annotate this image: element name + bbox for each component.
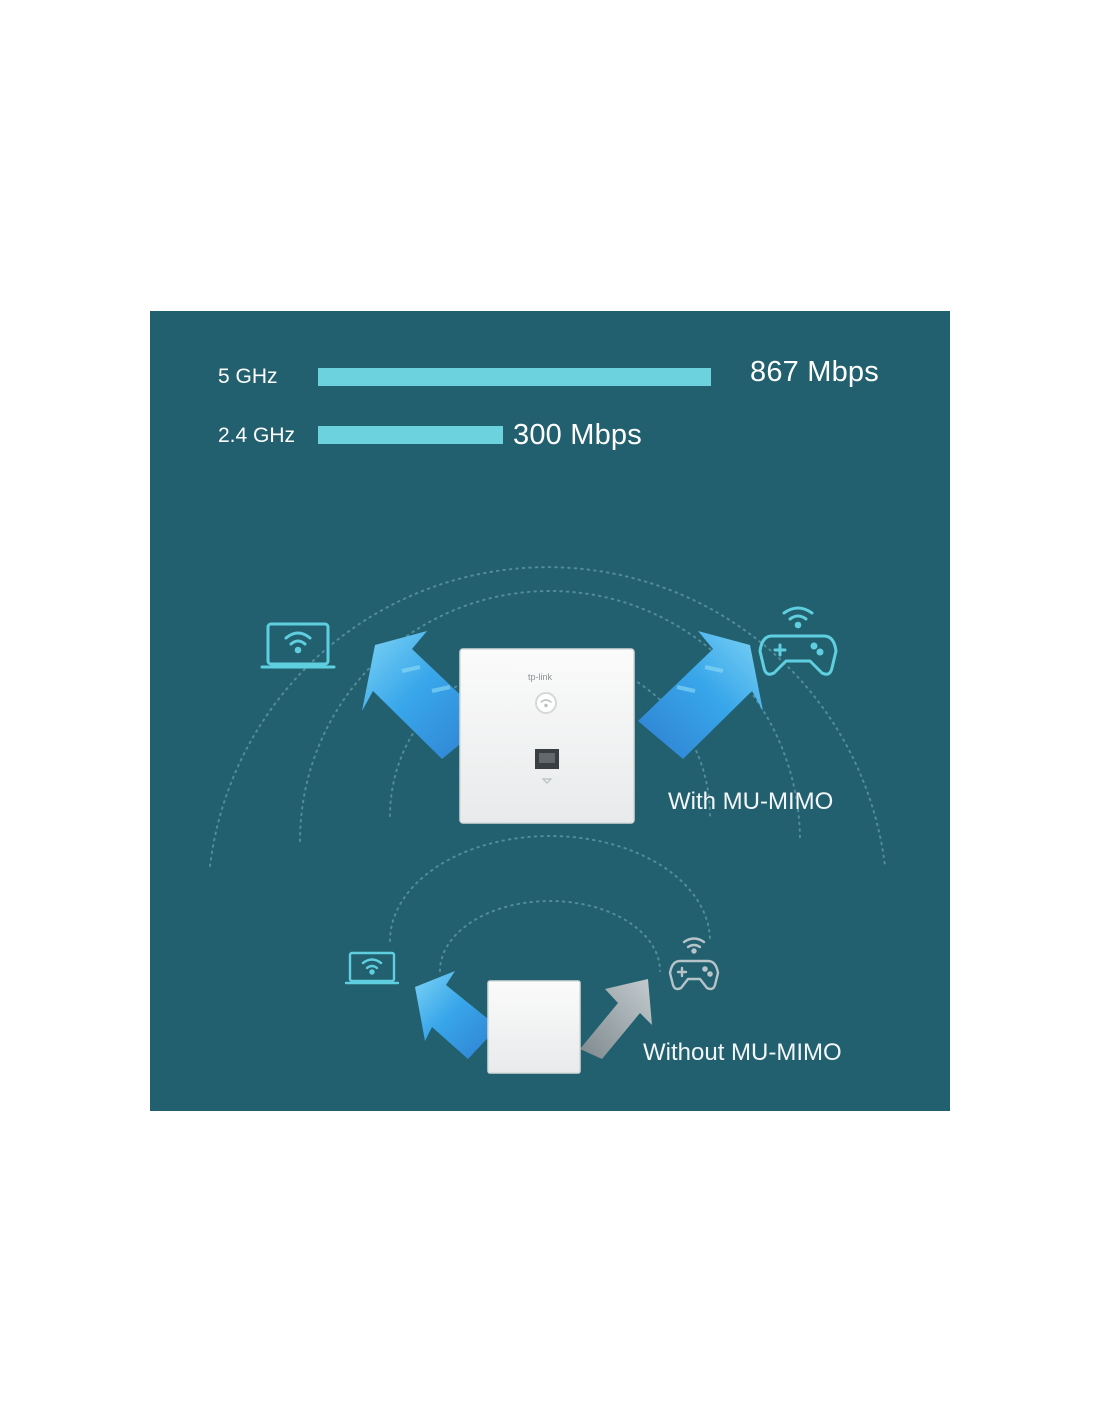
speed-value-2-4ghz: 300 Mbps — [513, 419, 642, 451]
laptop-wifi-icon — [260, 622, 336, 669]
mu-mimo-arrow-right — [638, 631, 763, 759]
speed-bar-5ghz — [318, 368, 711, 386]
band-label-2-4ghz: 2.4 GHz — [218, 424, 296, 447]
signal-arcs-bottom — [389, 835, 711, 972]
led-wifi-icon — [540, 699, 552, 708]
signal-arcs-top — [209, 566, 886, 867]
access-point-device-small — [487, 980, 581, 1074]
laptop-wifi-icon-small — [344, 951, 400, 985]
single-user-arrow-gray — [580, 979, 652, 1059]
access-point-device — [459, 648, 635, 824]
speed-bar-2-4ghz — [318, 426, 503, 444]
with-mu-mimo-label: With MU-MIMO — [668, 788, 834, 815]
device-logo: tp-link — [528, 672, 553, 682]
without-mu-mimo-label: Without MU-MIMO — [643, 1039, 842, 1066]
gamepad-wifi-icon — [758, 606, 838, 676]
diagram-art — [209, 566, 886, 1074]
rj45-port-icon — [535, 749, 559, 784]
diagram-panel: 5 GHz 867 Mbps 2.4 GHz 300 Mbps tp-link … — [150, 311, 950, 1111]
band-label-5ghz: 5 GHz — [218, 365, 278, 388]
mu-mimo-arrow-left — [362, 631, 488, 759]
single-user-arrow-blue — [415, 971, 498, 1059]
gamepad-wifi-icon-small — [668, 937, 720, 991]
speed-value-5ghz: 867 Mbps — [750, 356, 879, 388]
